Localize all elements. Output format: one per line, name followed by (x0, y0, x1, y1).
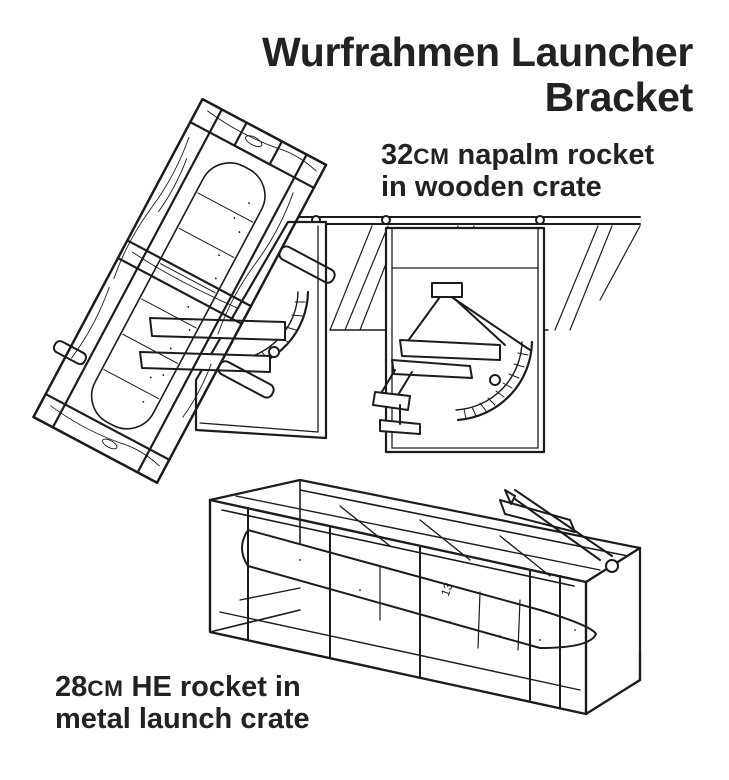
napalm-label-text: napalm rocket (449, 139, 655, 171)
napalm-caliber-unit: CM (413, 144, 450, 169)
metal-crate: 13 (208, 478, 642, 716)
he-rocket-label: 28CM HE rocket in metal launch crate (55, 671, 310, 736)
rivet (535, 215, 545, 225)
he-label-text: HE rocket in (123, 671, 301, 703)
title-line-2: Bracket (544, 74, 694, 121)
he-label-line-2: metal launch crate (55, 702, 310, 735)
diagram-title: Wurfrahmen Launcher Bracket (262, 29, 694, 121)
napalm-label-line-1: 32CM napalm rocket (381, 139, 655, 172)
he-label-line-1: 28CM HE rocket in (55, 671, 310, 704)
wood-grain (50, 110, 317, 467)
metal-crate-bracket (499, 489, 619, 573)
he-caliber: 28 (55, 671, 88, 703)
napalm-rocket (90, 162, 266, 430)
wooden-crate (32, 97, 336, 484)
crate-clamps (52, 245, 336, 399)
napalm-caliber: 32 (381, 139, 414, 171)
rocket-shading (142, 202, 250, 403)
napalm-rocket-label: 32CM napalm rocket in wooden crate (381, 139, 655, 204)
crate-slats (32, 98, 328, 484)
right-launcher-bracket (372, 282, 534, 435)
title-line-1: Wurfrahmen Launcher (262, 29, 693, 75)
he-caliber-unit: CM (87, 676, 124, 701)
napalm-label-line-2: in wooden crate (381, 170, 602, 203)
crate-braces (219, 505, 581, 691)
rivet (381, 215, 391, 225)
rocket-marking: 13 (438, 581, 456, 599)
rocket-ribs (103, 192, 254, 400)
